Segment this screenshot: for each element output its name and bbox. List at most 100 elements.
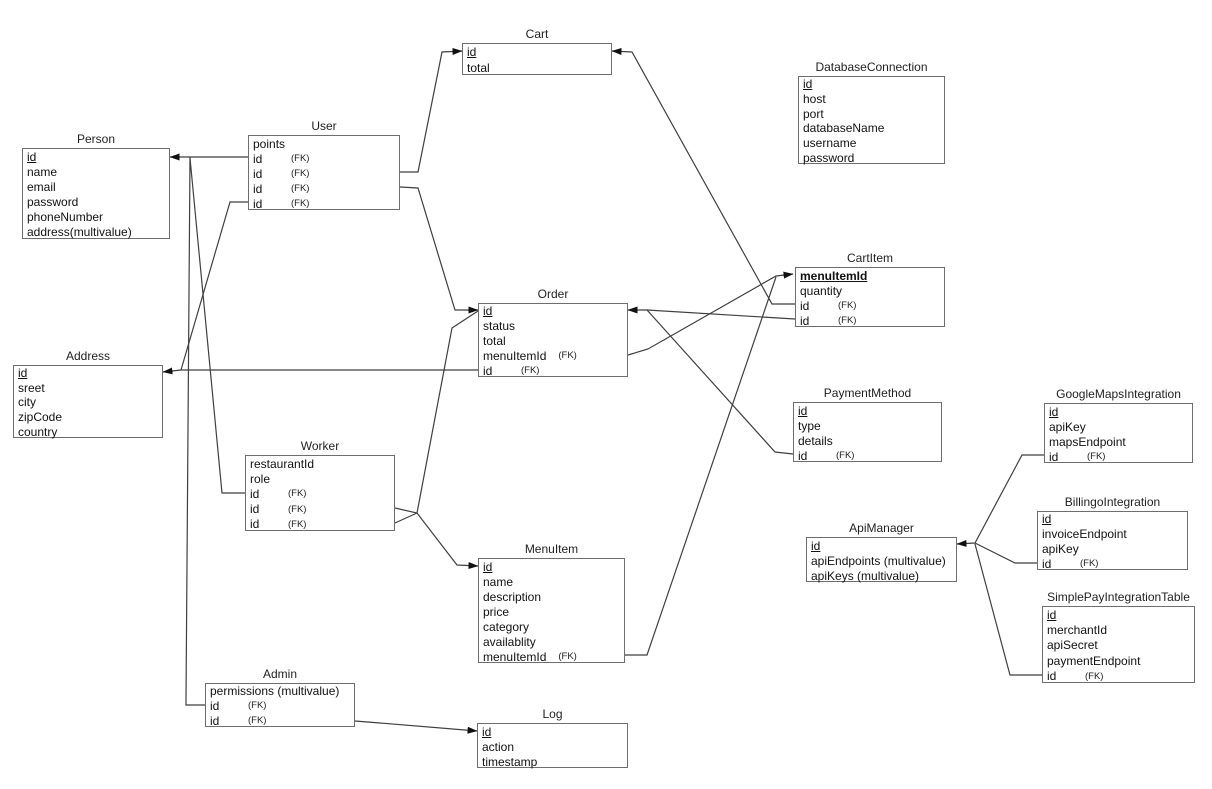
relationship-menuitem-cartitem[interactable] <box>625 276 777 656</box>
field-row: category <box>479 619 624 634</box>
relationship-cartitem-order[interactable] <box>627 306 796 320</box>
field-row: id(FK) <box>479 363 627 378</box>
relationship-googlemaps-apimanager[interactable] <box>956 454 1044 547</box>
field-row: id(FK) <box>206 713 354 728</box>
entity-admin[interactable]: Admin permissions (multivalue)id(FK)id(FK… <box>205 667 355 728</box>
relationship-user-cart[interactable] <box>400 47 463 173</box>
relationship-admin-log[interactable] <box>354 720 478 734</box>
relationship-cartitem-cart[interactable] <box>611 47 795 305</box>
field-row: paymentEndpoint <box>1043 653 1194 668</box>
field-name: apiKey <box>1042 541 1079 556</box>
field-row: id <box>1043 607 1194 622</box>
field-row: host <box>799 92 944 107</box>
relationship-person-worker[interactable] <box>189 157 245 494</box>
entity-title: Admin <box>262 667 297 681</box>
field-name: name <box>483 574 514 589</box>
field-name: menuItemId <box>483 348 547 363</box>
relationship-user-order[interactable] <box>399 186 479 314</box>
field-row: details <box>794 433 941 448</box>
field-row: id <box>1038 512 1187 527</box>
field-name: id <box>1047 669 1057 684</box>
field-row: quantity <box>796 283 944 298</box>
relationship-user-address[interactable] <box>180 201 248 371</box>
field-name: id <box>800 298 810 313</box>
field-name: id <box>210 713 220 728</box>
field-row: name <box>479 574 624 589</box>
field-row: id <box>799 77 944 92</box>
field-row: id <box>14 366 162 381</box>
relationship-worker-menuitem[interactable] <box>394 507 479 570</box>
fk-tag: (FK) <box>836 450 855 461</box>
field-name: status <box>483 319 516 334</box>
field-name: id <box>483 363 493 378</box>
field-row: apiEndpoints (multivalue) <box>807 553 956 568</box>
relationship-worker-order[interactable] <box>394 310 479 524</box>
field-name: port <box>803 106 824 121</box>
field-name: role <box>250 471 271 486</box>
entity-title: ApiManager <box>849 521 914 535</box>
field-name: city <box>18 395 36 410</box>
relationship-person-admin[interactable] <box>185 156 205 706</box>
field-row: invoiceEndpoint <box>1038 527 1187 542</box>
field-name: timestamp <box>482 754 538 769</box>
field-row: action <box>478 739 627 754</box>
relationship-billingo-apimanager[interactable] <box>974 542 1037 564</box>
field-row: id(FK) <box>249 181 399 196</box>
relationship-order-address[interactable] <box>162 367 478 375</box>
field-name: id <box>18 366 28 381</box>
field-row: id <box>23 149 169 164</box>
field-name: id <box>1047 607 1057 622</box>
field-name: type <box>798 418 821 433</box>
field-row: mapsEndpoint <box>1045 434 1192 449</box>
relationship-order-paymentmethod[interactable] <box>646 309 794 455</box>
field-row: type <box>794 418 941 433</box>
field-name: action <box>482 739 515 754</box>
field-row: apiKey <box>1038 542 1187 557</box>
field-row: port <box>799 106 944 121</box>
field-row: id <box>807 538 956 553</box>
relationship-simplepay-apimanager[interactable] <box>974 543 1042 676</box>
field-row: password <box>799 150 944 165</box>
field-name: apiKeys (multivalue) <box>811 568 920 583</box>
field-row: description <box>479 589 624 604</box>
field-name: id <box>27 149 37 164</box>
field-row: apiKey <box>1045 419 1192 434</box>
field-name: id <box>1049 449 1059 464</box>
entity-box[interactable]: permissions (multivalue)id(FK)id(FK) <box>205 683 355 728</box>
fk-tag: (FK) <box>838 300 857 311</box>
relationship-order-cartitem[interactable] <box>627 271 794 356</box>
entity-title: BillingoIntegration <box>1064 495 1161 509</box>
field-name: mapsEndpoint <box>1049 434 1126 449</box>
